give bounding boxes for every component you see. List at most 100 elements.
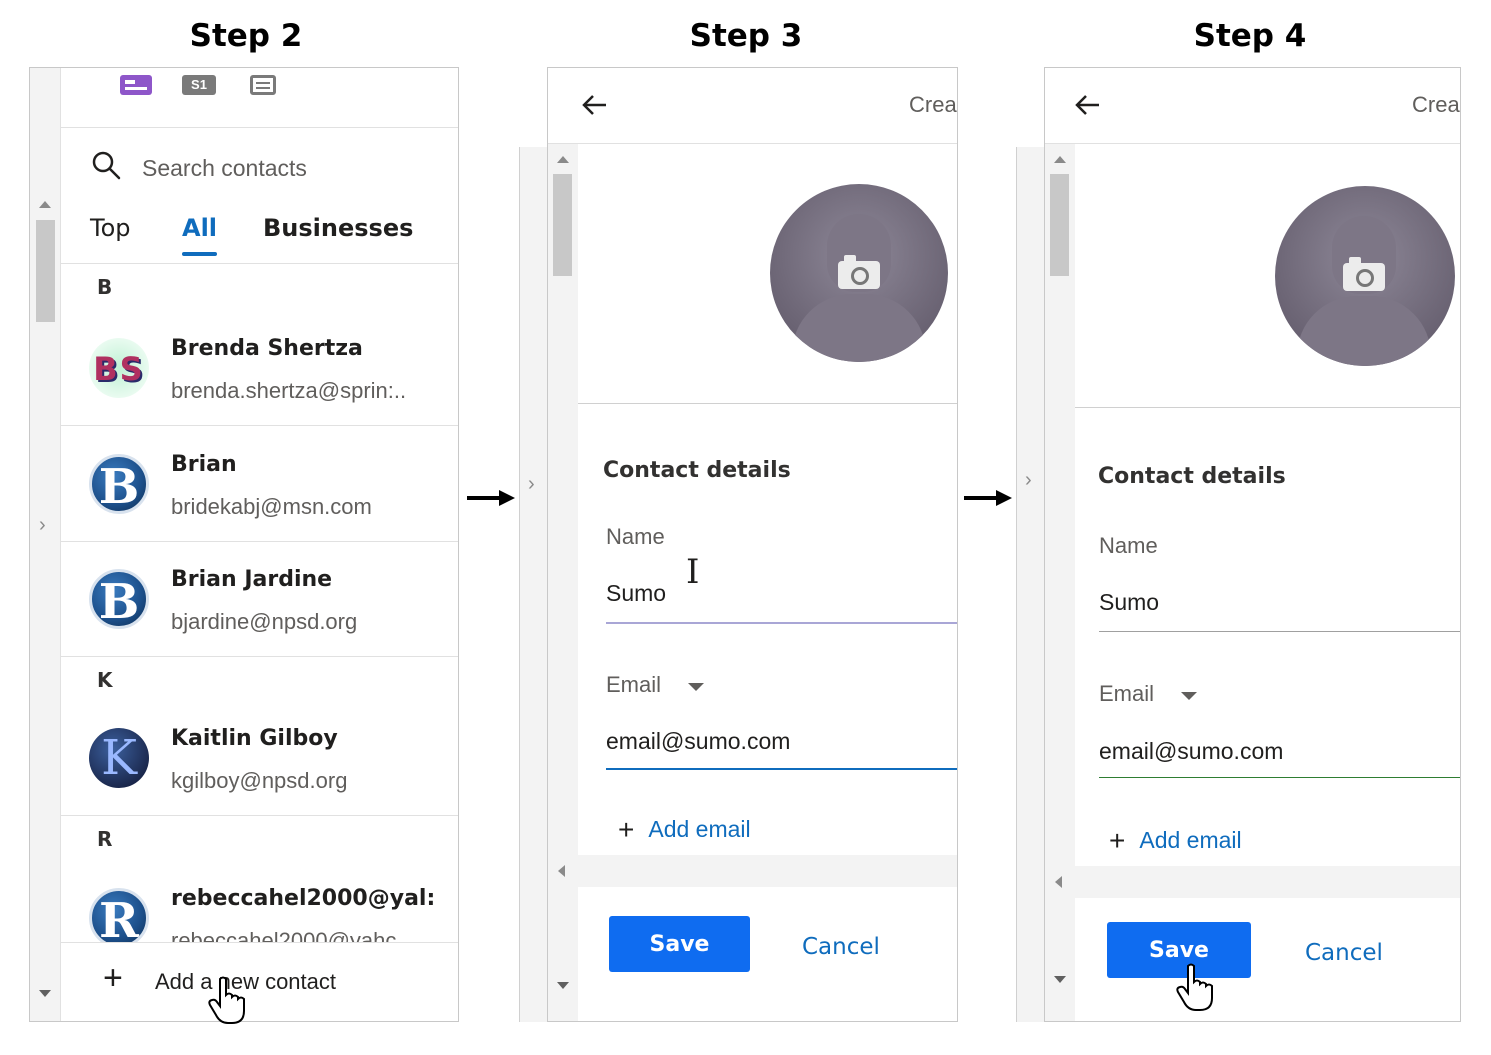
name-input[interactable]: Sumo [606,580,667,606]
scroll-up-icon[interactable] [39,201,51,208]
calendar-icon[interactable] [120,75,152,95]
horizontal-scrollbar[interactable] [548,855,957,887]
save-button[interactable]: Save [609,916,750,972]
contact-tabs: Top All Businesses [61,200,458,264]
tab-top[interactable]: Top [90,214,131,242]
add-photo-button[interactable] [1275,186,1455,366]
avatar-initials: R [99,893,139,948]
email-input[interactable]: email@sumo.com [1099,738,1284,764]
arrow-right-icon [964,490,1012,506]
email-input[interactable]: email@sumo.com [606,728,791,754]
form-content: Crea Contact details Name Sumo Email ema… [1045,68,1460,1021]
avatar-initials: B [98,574,140,629]
avatar: BS [89,338,149,398]
text-cursor-icon: I [686,552,700,592]
contact-row[interactable]: BS Brenda Shertza brenda.shertza@sprin:.… [61,310,458,426]
back-arrow-icon[interactable] [1073,90,1103,120]
email-type-label[interactable]: Email [606,672,662,697]
side-collapse-strip[interactable]: › [1016,147,1044,1022]
search-icon [92,151,121,180]
avatar-initials: K [101,730,137,786]
vertical-scrollbar[interactable] [548,144,578,1021]
email-type-label[interactable]: Email [1099,681,1155,706]
contact-name: Kaitlin Gilboy [171,726,338,751]
contact-email: bridekabj@msn.com [171,494,372,519]
scroll-thumb[interactable] [36,220,55,322]
contact-email: brenda.shertza@sprin:.. [171,378,407,403]
create-contact-form-step4: Crea Contact details Name Sumo Email ema… [1044,67,1461,1022]
name-label: Name [1099,533,1158,558]
sway-icon[interactable]: S1 [182,75,216,95]
search-bar[interactable]: Search contacts [61,128,458,200]
step-2-title: Step 2 [189,18,303,54]
section-title: Contact details [1098,464,1286,489]
scroll-up-icon[interactable] [1054,156,1066,163]
person-body-icon [792,294,926,362]
cancel-button[interactable]: Cancel [1305,940,1383,966]
app-icon-bar: S1 [61,68,458,128]
group-letter-b: B [97,275,113,299]
chevron-down-icon[interactable] [688,683,704,691]
create-contact-form-step3: Crea Contact details Name Sumo I Email e… [547,67,958,1022]
scroll-left-icon[interactable] [1055,876,1062,888]
section-title: Contact details [603,458,791,483]
save-button[interactable]: Save [1107,922,1251,978]
scroll-thumb[interactable] [553,174,572,276]
contact-row[interactable]: B Brian bridekabj@msn.com [61,426,458,542]
photo-area [1075,144,1460,408]
avatar-initials: B [98,459,140,514]
contact-row[interactable]: K Kaitlin Gilboy kgilboy@npsd.org [61,700,458,816]
contact-row[interactable]: B Brian Jardine bjardine@npsd.org [61,541,458,657]
contact-name: Brian Jardine [171,567,333,592]
chevron-right-icon[interactable]: › [1025,469,1032,491]
email-underline [1099,777,1460,778]
tab-all[interactable]: All [182,214,218,256]
hand-cursor-icon [1176,963,1213,1011]
plus-icon: + [103,959,123,997]
search-input[interactable]: Search contacts [142,155,307,181]
form-title: Crea [1412,92,1460,117]
person-body-icon [1297,296,1431,366]
back-arrow-icon[interactable] [580,90,610,120]
arrow-right-icon [467,490,515,506]
side-collapse-strip[interactable]: › [519,147,547,1022]
scroll-left-icon[interactable] [558,865,565,877]
step-3-title: Step 3 [689,18,803,54]
cancel-button[interactable]: Cancel [802,934,880,960]
avatar: B [89,454,149,514]
avatar: B [89,569,149,629]
name-underline [1099,631,1460,632]
scroll-thumb[interactable] [1050,174,1069,276]
add-email-button[interactable]: +Add email [1109,823,1242,856]
vertical-scrollbar[interactable]: › [30,68,61,1021]
camera-icon [838,255,880,289]
chevron-down-icon[interactable] [1181,692,1197,700]
form-header: Crea [1045,68,1460,144]
email-underline [606,768,957,770]
scroll-down-icon[interactable] [39,990,51,997]
form-header: Crea [548,68,957,144]
name-input[interactable]: Sumo [1099,589,1160,615]
avatar: R [89,888,149,948]
add-contact-label: Add a new contact [155,969,337,994]
chevron-right-icon[interactable]: › [528,473,535,495]
form-content: Crea Contact details Name Sumo I Email e… [548,68,957,1021]
add-new-contact-button[interactable]: + Add a new contact [61,942,458,1021]
scroll-down-icon[interactable] [557,982,569,989]
notes-icon[interactable] [250,75,276,95]
scroll-down-icon[interactable] [1054,976,1066,983]
avatar: K [89,728,149,788]
add-email-button[interactable]: +Add email [618,812,751,845]
plus-icon: + [618,814,635,845]
tab-businesses[interactable]: Businesses [263,214,414,242]
name-label: Name [606,524,665,549]
form-title: Crea [909,92,957,117]
scroll-up-icon[interactable] [557,156,569,163]
horizontal-scrollbar[interactable] [1045,866,1460,898]
group-letter-k: K [97,668,113,692]
add-photo-button[interactable] [770,184,948,362]
contact-email: bjardine@npsd.org [171,609,358,634]
avatar-initials: BS [93,350,145,388]
chevron-right-icon[interactable]: › [39,514,46,536]
camera-icon [1343,257,1385,291]
